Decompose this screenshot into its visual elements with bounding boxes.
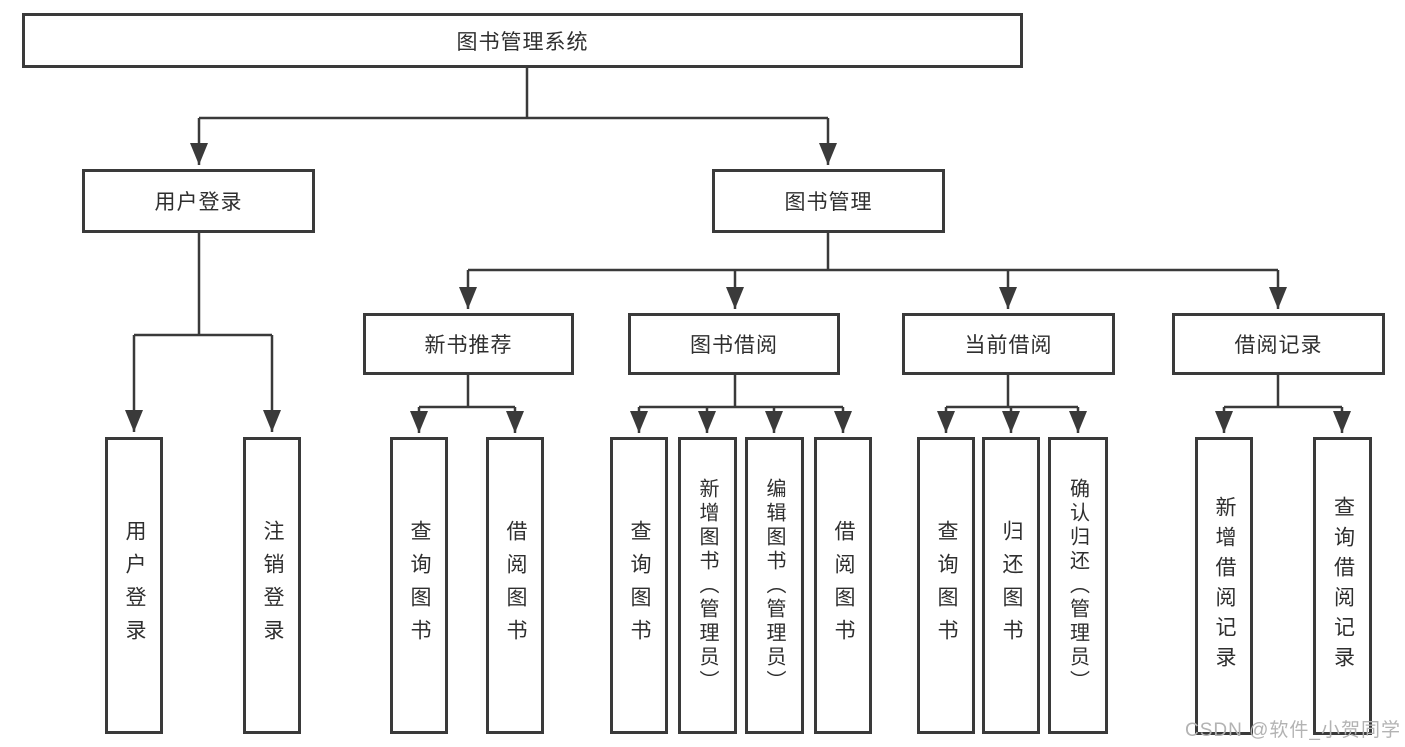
node-current-borrowing: 当前借阅 (902, 313, 1115, 375)
node-borrowing-records: 借阅记录 (1172, 313, 1385, 375)
leaf-add-books-admin: 新增图书（管理员） (678, 437, 737, 734)
node-new-book-recommend: 新书推荐 (363, 313, 574, 375)
node-book-management-branch: 图书管理 (712, 169, 945, 233)
leaf-query-books-recommend: 查询图书 (390, 437, 448, 734)
node-book-borrowing: 图书借阅 (628, 313, 840, 375)
node-library-management-system: 图书管理系统 (22, 13, 1023, 68)
leaf-edit-books-admin: 编辑图书（管理员） (745, 437, 804, 734)
node-user-login-branch: 用户登录 (82, 169, 315, 233)
leaf-confirm-return-admin: 确认归还（管理员） (1048, 437, 1108, 734)
leaf-query-books-borrowing: 查询图书 (610, 437, 668, 734)
leaf-borrow-books-borrowing: 借阅图书 (814, 437, 872, 734)
leaf-query-books-current: 查询图书 (917, 437, 975, 734)
leaf-logout: 注销登录 (243, 437, 301, 734)
leaf-add-borrow-record: 新增借阅记录 (1195, 437, 1253, 735)
csdn-watermark: CSDN @软件_小贺同学 (1185, 720, 1401, 741)
leaf-user-login: 用户登录 (105, 437, 163, 734)
leaf-return-books: 归还图书 (982, 437, 1040, 734)
leaf-query-borrow-record: 查询借阅记录 (1313, 437, 1372, 735)
leaf-borrow-books-recommend: 借阅图书 (486, 437, 544, 734)
